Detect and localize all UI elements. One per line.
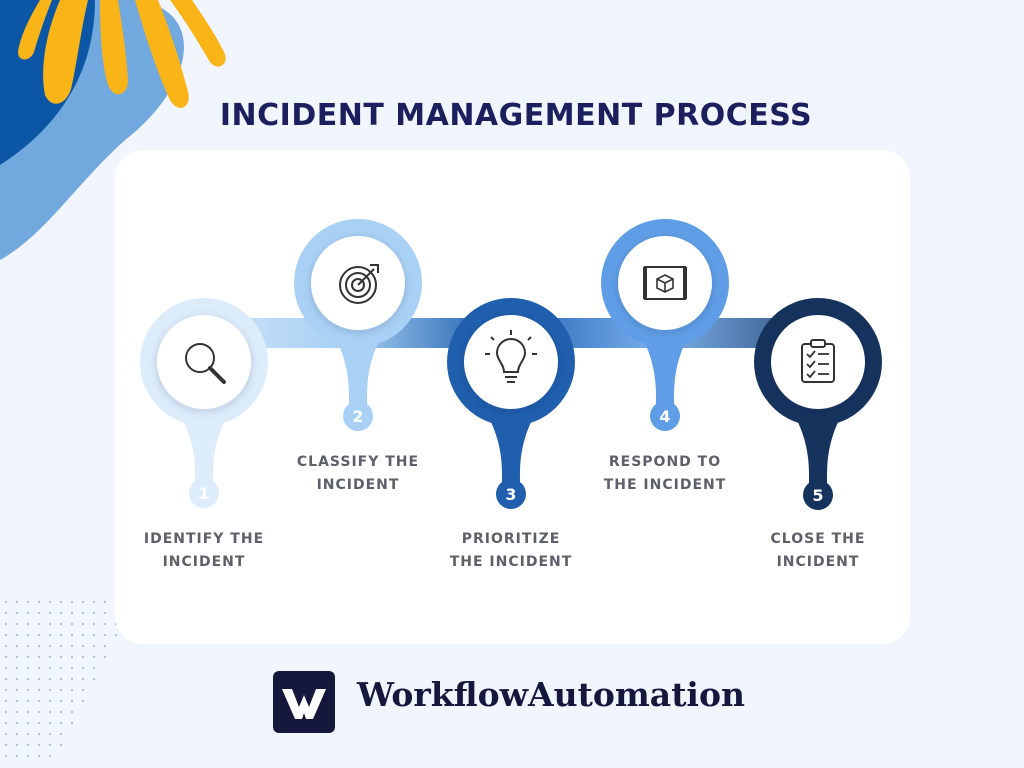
search-icon [185, 343, 226, 384]
step-number-badge [496, 479, 526, 509]
step-5: 5 [754, 298, 882, 510]
step-4: 4 [601, 219, 729, 431]
step-label-line2: THE INCIDENT [603, 477, 727, 493]
step-3: 3 [447, 298, 575, 509]
brand-name: WorkflowAutomation [357, 675, 745, 714]
step-number: 5 [812, 486, 823, 505]
step-label-5: CLOSE THE INCIDENT [728, 528, 908, 574]
step-number-badge [189, 478, 219, 508]
step-number: 1 [198, 484, 209, 503]
step-label-4: RESPOND TO THE INCIDENT [575, 451, 755, 497]
page-title: INCIDENT MANAGEMENT PROCESS [219, 98, 813, 133]
step-number: 4 [659, 407, 670, 426]
step-stem [182, 418, 226, 481]
workflow-automation-logo [273, 671, 335, 733]
step-stem [796, 418, 840, 483]
step-label-line2: INCIDENT [776, 554, 860, 570]
step-number-badge [803, 480, 833, 510]
step-stem [489, 418, 533, 482]
step-label-2: CLASSIFY THE INCIDENT [268, 451, 448, 497]
step-label-line1: PRIORITIZE [461, 531, 561, 547]
step-label-line2: THE INCIDENT [449, 554, 573, 570]
step-label-line1: IDENTIFY THE [143, 531, 265, 547]
step-icon-disc [771, 315, 865, 409]
step-label-line1: CLASSIFY THE [296, 454, 420, 470]
step-number-badge [650, 401, 680, 431]
dot-pattern [4, 600, 129, 758]
step-2: 2 [294, 219, 422, 431]
step-stem [643, 339, 687, 404]
blueprint-icon [643, 266, 687, 300]
step-number: 2 [352, 407, 363, 426]
step-icon-disc [157, 315, 251, 409]
yellow-flower-petals [18, 0, 226, 108]
step-label-1: IDENTIFY THE INCIDENT [114, 528, 294, 574]
target-icon [339, 264, 379, 304]
lightbulb-icon [485, 330, 537, 383]
step-stem [336, 339, 380, 404]
step-1: 1 [140, 298, 268, 508]
step-label-line2: INCIDENT [316, 477, 400, 493]
step-number-badge [343, 401, 373, 431]
step-number: 3 [505, 485, 516, 504]
step-label-line1: RESPOND TO [608, 454, 722, 470]
step-icon-disc [311, 236, 405, 330]
step-icon-disc [464, 315, 558, 409]
step-label-line2: INCIDENT [162, 554, 246, 570]
step-label-line1: CLOSE THE [770, 531, 866, 547]
clipboard-checklist-icon [801, 339, 835, 383]
step-label-3: PRIORITIZE THE INCIDENT [421, 528, 601, 574]
